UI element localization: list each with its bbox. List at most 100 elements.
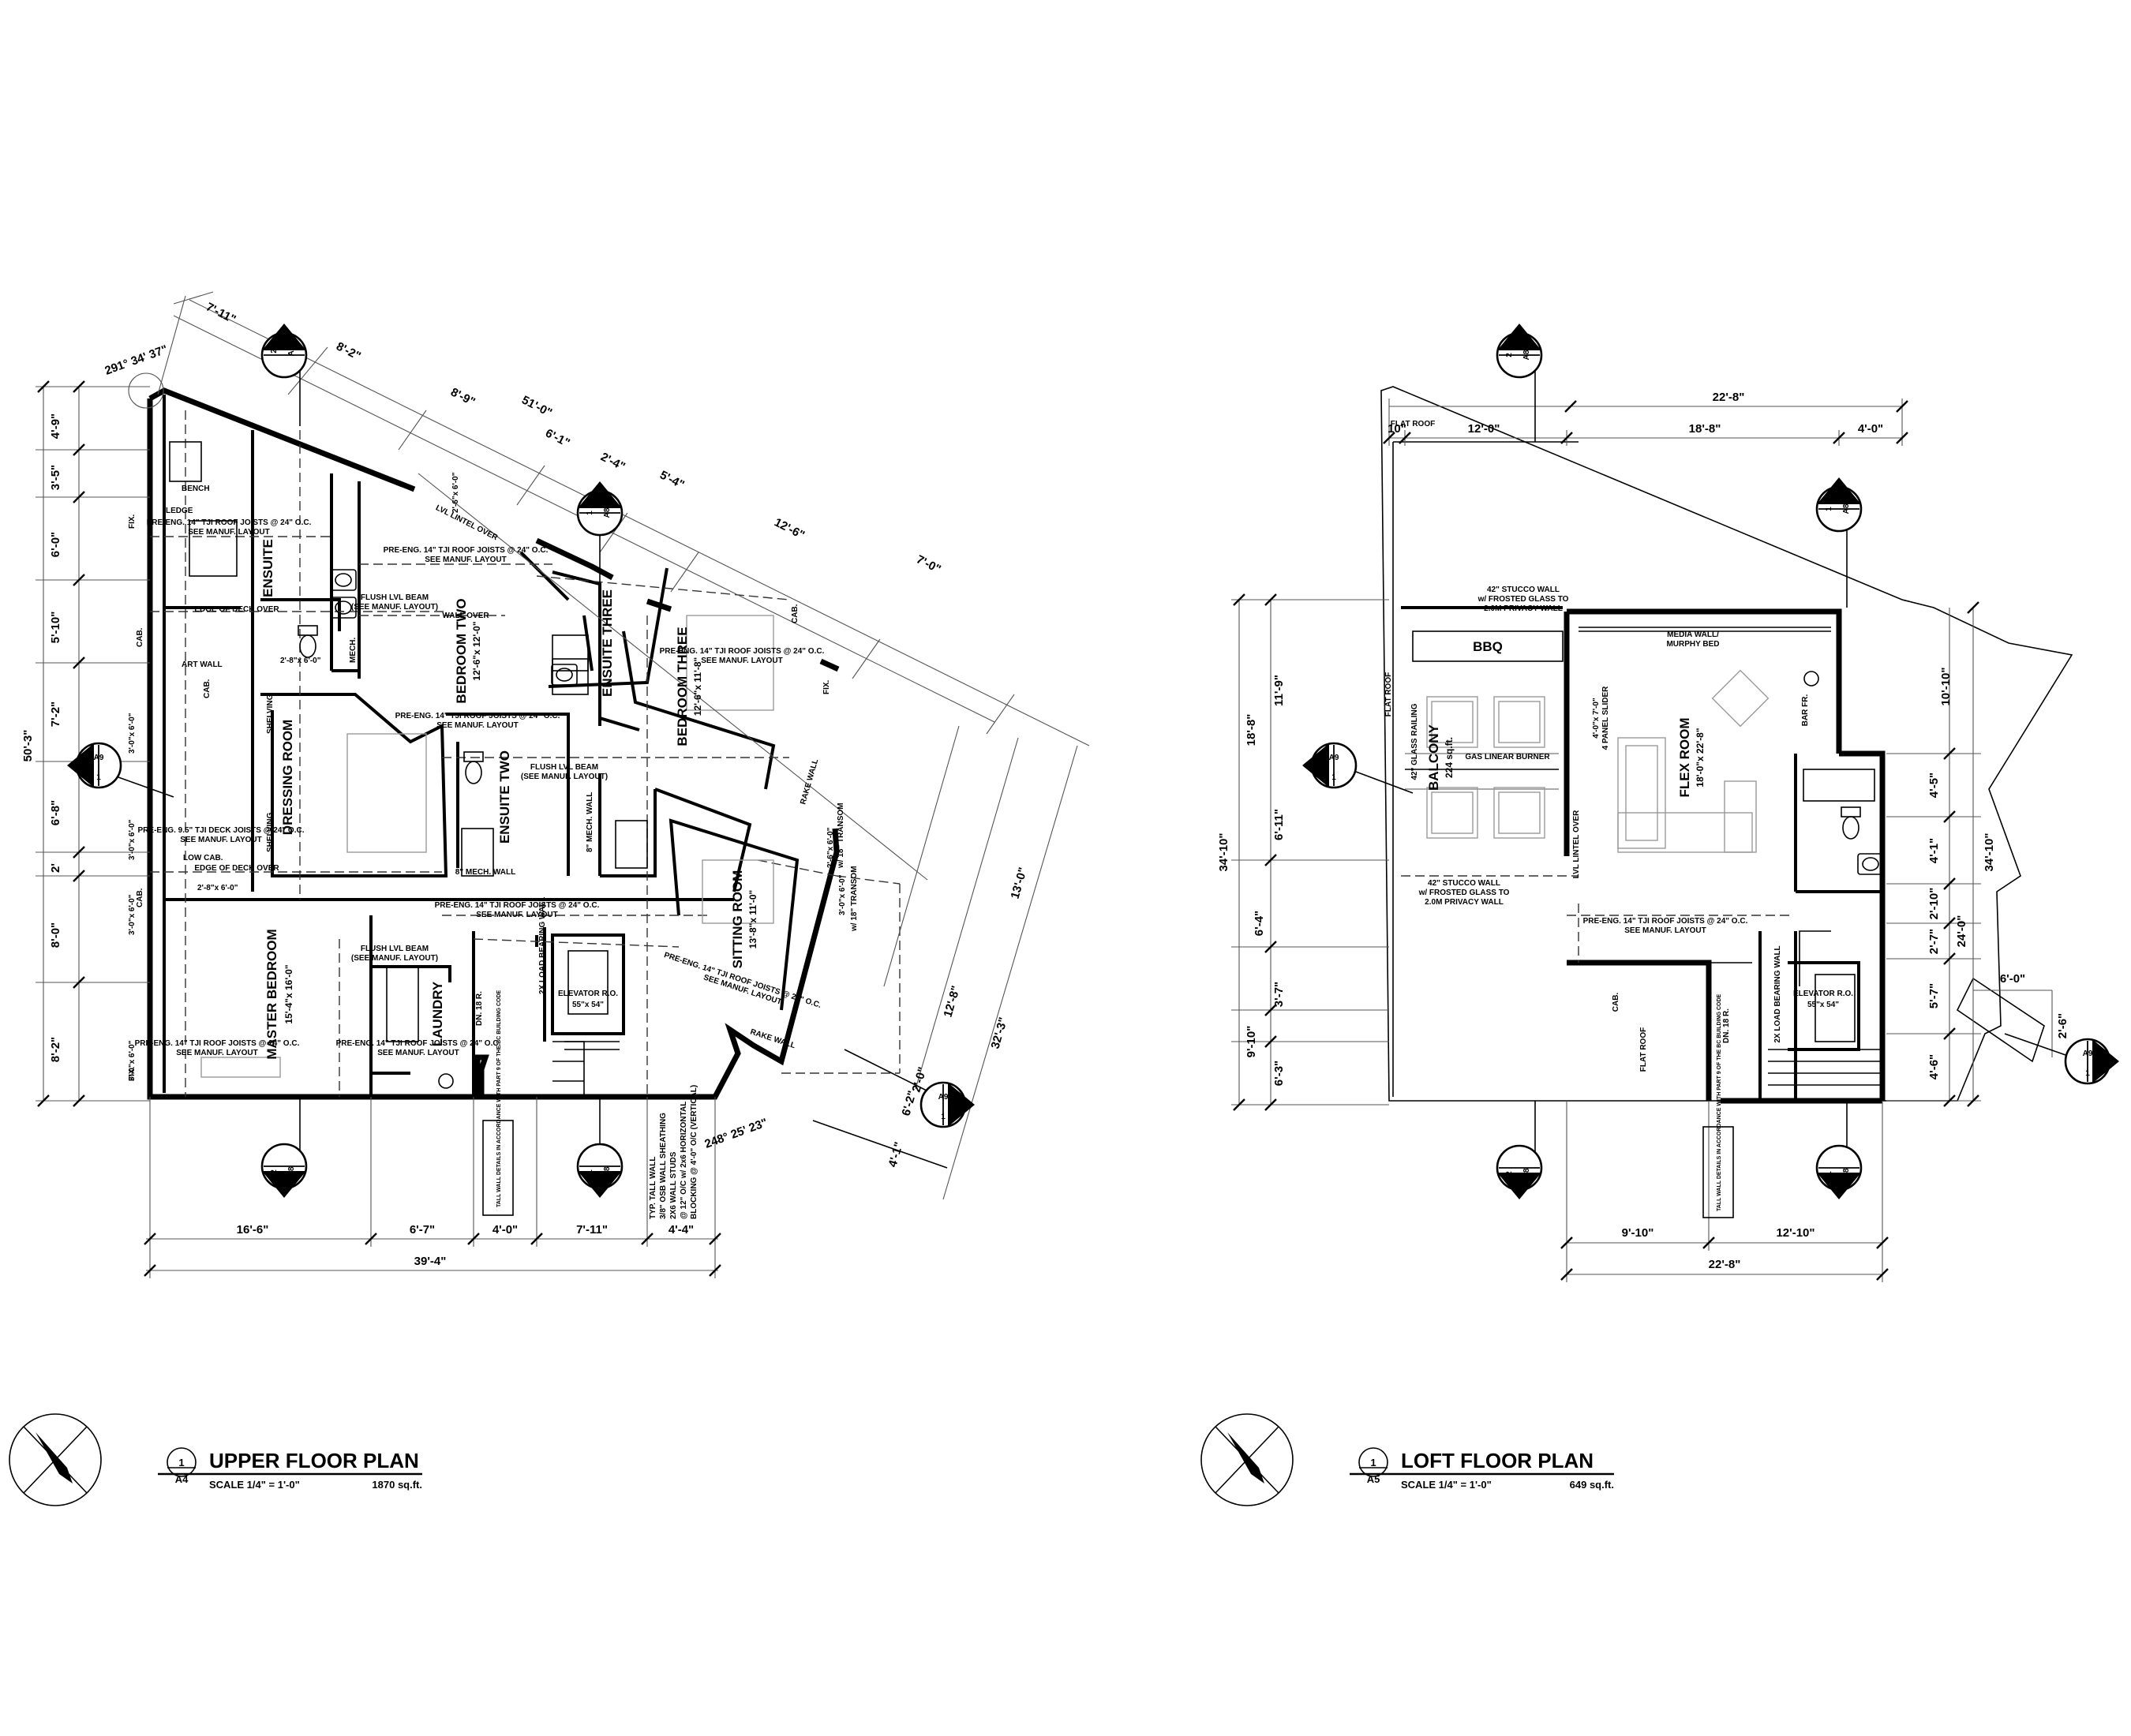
dim-left: 18'-8" (1245, 714, 1258, 746)
dim-right: 6'-2" (900, 1089, 919, 1117)
dim-left: 6'-0" (49, 532, 62, 557)
dim-left: 3'-7" (1272, 982, 1286, 1007)
note: SEE MANUF. LAYOUT (436, 721, 519, 730)
note: WALL OVER (442, 612, 489, 620)
note: PRE-ENG. 9.5" TJI DECK JOISTS @ 24" O.C. (138, 826, 305, 835)
note: 2.0M PRIVACY WALL (1484, 604, 1563, 613)
note: LVL LINTEL OVER (434, 503, 500, 543)
upper-floor-plan: 4'-9" 3'-5" 6'-0" 5'-10" 7'-2" 6'-8" 2' … (9, 291, 1090, 1506)
note: BENCH (182, 485, 210, 493)
dim-top: 12'-0" (1468, 422, 1500, 436)
note: CAB. (1612, 993, 1620, 1012)
upper-dimension-lines (36, 291, 1090, 1278)
note: EDGE OF DECK OVER (194, 864, 279, 873)
plan-scale: SCALE 1/4" = 1'-0" (1401, 1479, 1492, 1491)
room-name: ELEVATOR R.O. (558, 990, 618, 998)
dim-left: 2' (49, 863, 62, 873)
note: BLOCKING @ 4'-0" O/C (VERTICAL) (690, 1085, 698, 1219)
note: 2X LOAD BEARING WALL (1773, 945, 1782, 1042)
note: SEE MANUF. LAYOUT (180, 836, 262, 844)
dim-top: 5'-4" (657, 468, 687, 492)
svg-text:1: 1 (1331, 773, 1336, 782)
dim-left: 9'-10" (1245, 1026, 1258, 1058)
section-marker-icon (1815, 476, 1863, 533)
dim-right: 2'-6" (2056, 1013, 2069, 1038)
section-marker-icon (1815, 1144, 1863, 1201)
svg-text:1: 1 (586, 511, 594, 515)
dim-right: 2'-7" (1927, 929, 1941, 954)
note: FLAT ROOF (1391, 420, 1435, 428)
svg-text:2: 2 (270, 349, 279, 354)
drawing-number: 1 (178, 1457, 184, 1468)
section-marker-icon (1301, 742, 1358, 789)
note: SEE MANUF. LAYOUT (476, 911, 558, 919)
upper-interior-walls (164, 430, 800, 1097)
note: 3'-0"x 6'-0" (838, 874, 847, 915)
svg-text:A8: A8 (287, 346, 296, 356)
svg-text:A8: A8 (1842, 503, 1851, 514)
note: PRE-ENG. 14" TJI ROOF JOISTS @ 24" O.C. (336, 1039, 501, 1048)
loft-section-markers: 2 A8 2 A8 1 A8 1 A8 A9 1 A9 1 (1301, 322, 2121, 1201)
dim-top: 7'-11" (204, 300, 238, 326)
dim-left: 8'-0" (49, 922, 62, 948)
dim-left: 3'-5" (49, 465, 62, 490)
note: 3'-0"x 6'-0" (128, 713, 137, 754)
section-marker-icon (1496, 322, 1543, 379)
note: 4'-0"x 7'-0" (1592, 698, 1601, 739)
dim-bottom: 22'-8" (1709, 1258, 1741, 1271)
svg-text:1: 1 (1825, 507, 1833, 511)
dim-top: 22'-8" (1713, 391, 1745, 404)
note: SEE MANUF. LAYOUT (176, 1049, 258, 1057)
angle-label: 248° 25' 23" (703, 1116, 770, 1151)
dim-top: 8'-2" (334, 339, 363, 363)
note: PRE-ENG. 14" TJI ROOF JOISTS @ 24" O.C. (660, 647, 825, 656)
plan-title: LOFT FLOOR PLAN (1401, 1449, 1594, 1472)
svg-text:1: 1 (2085, 1069, 2090, 1078)
svg-text:A9: A9 (1329, 754, 1339, 762)
section-marker-icon (576, 480, 624, 537)
svg-text:1: 1 (941, 1113, 946, 1121)
note: 8" MECH. WALL (455, 868, 515, 877)
note: RAKE WALL (799, 758, 820, 806)
section-marker-icon (1496, 1144, 1543, 1201)
dim-right: 24'-0" (1955, 915, 1968, 948)
dim-top: 6'-1" (543, 426, 572, 450)
dim-right: 4'-5" (1927, 773, 1941, 798)
room-name: ENSUITE (260, 539, 275, 597)
dim-right: 34'-10" (1983, 832, 1996, 871)
dim-left: 7'-2" (49, 702, 62, 727)
plan-area: 1870 sq.ft. (372, 1479, 422, 1491)
svg-text:1: 1 (586, 1169, 594, 1174)
room-name: MASTER BEDROOM (264, 929, 279, 1059)
note: DN. 18 R. (1722, 1008, 1731, 1043)
note: LOW CAB. (183, 854, 223, 862)
section-marker-icon: 2 A8 (260, 322, 308, 379)
note: FIX. (128, 1066, 137, 1081)
dim-right: 5'-7" (1927, 983, 1941, 1008)
note: FLAT ROOF (1639, 1027, 1648, 1072)
section-marker-icon (576, 1143, 624, 1199)
dim-left: 6'-8" (49, 800, 62, 825)
note: w/ 18" TRANSOM (837, 803, 845, 869)
sheet-ref: A5 (1367, 1473, 1380, 1485)
note: GAS LINEAR BURNER (1465, 753, 1550, 761)
section-marker-icon (2064, 1038, 2121, 1085)
dim-right: 10'-10" (1939, 667, 1953, 705)
room-size: 13'-8"x 11'-0" (747, 890, 758, 948)
upper-beam-lines (150, 410, 901, 1097)
svg-text:A8: A8 (1522, 1168, 1531, 1178)
dim-right: 4'-6" (1927, 1054, 1941, 1079)
note: CAB. (136, 888, 144, 907)
note: 2.0M PRIVACY WALL (1425, 898, 1504, 907)
svg-text:A9: A9 (94, 754, 104, 762)
note: 3'-0"x 6'-0" (128, 819, 137, 860)
dim-top: 51'-0" (519, 393, 554, 420)
loft-notes: 42" STUCCO WALL w/ FROSTED GLASS TO 2.0M… (1384, 420, 1810, 1072)
loft-outline (1380, 386, 2073, 1104)
plan-area: 649 sq.ft. (1570, 1479, 1614, 1491)
upper-section-markers: 2 A8 2 A8 1 A8 1 A8 A (66, 322, 976, 1199)
dim-bottom: 4'-0" (492, 1223, 518, 1237)
loft-dimension-lines (1231, 398, 2053, 1282)
room-name: BEDROOM THREE (675, 627, 690, 746)
svg-text:A9: A9 (2083, 1049, 2093, 1058)
